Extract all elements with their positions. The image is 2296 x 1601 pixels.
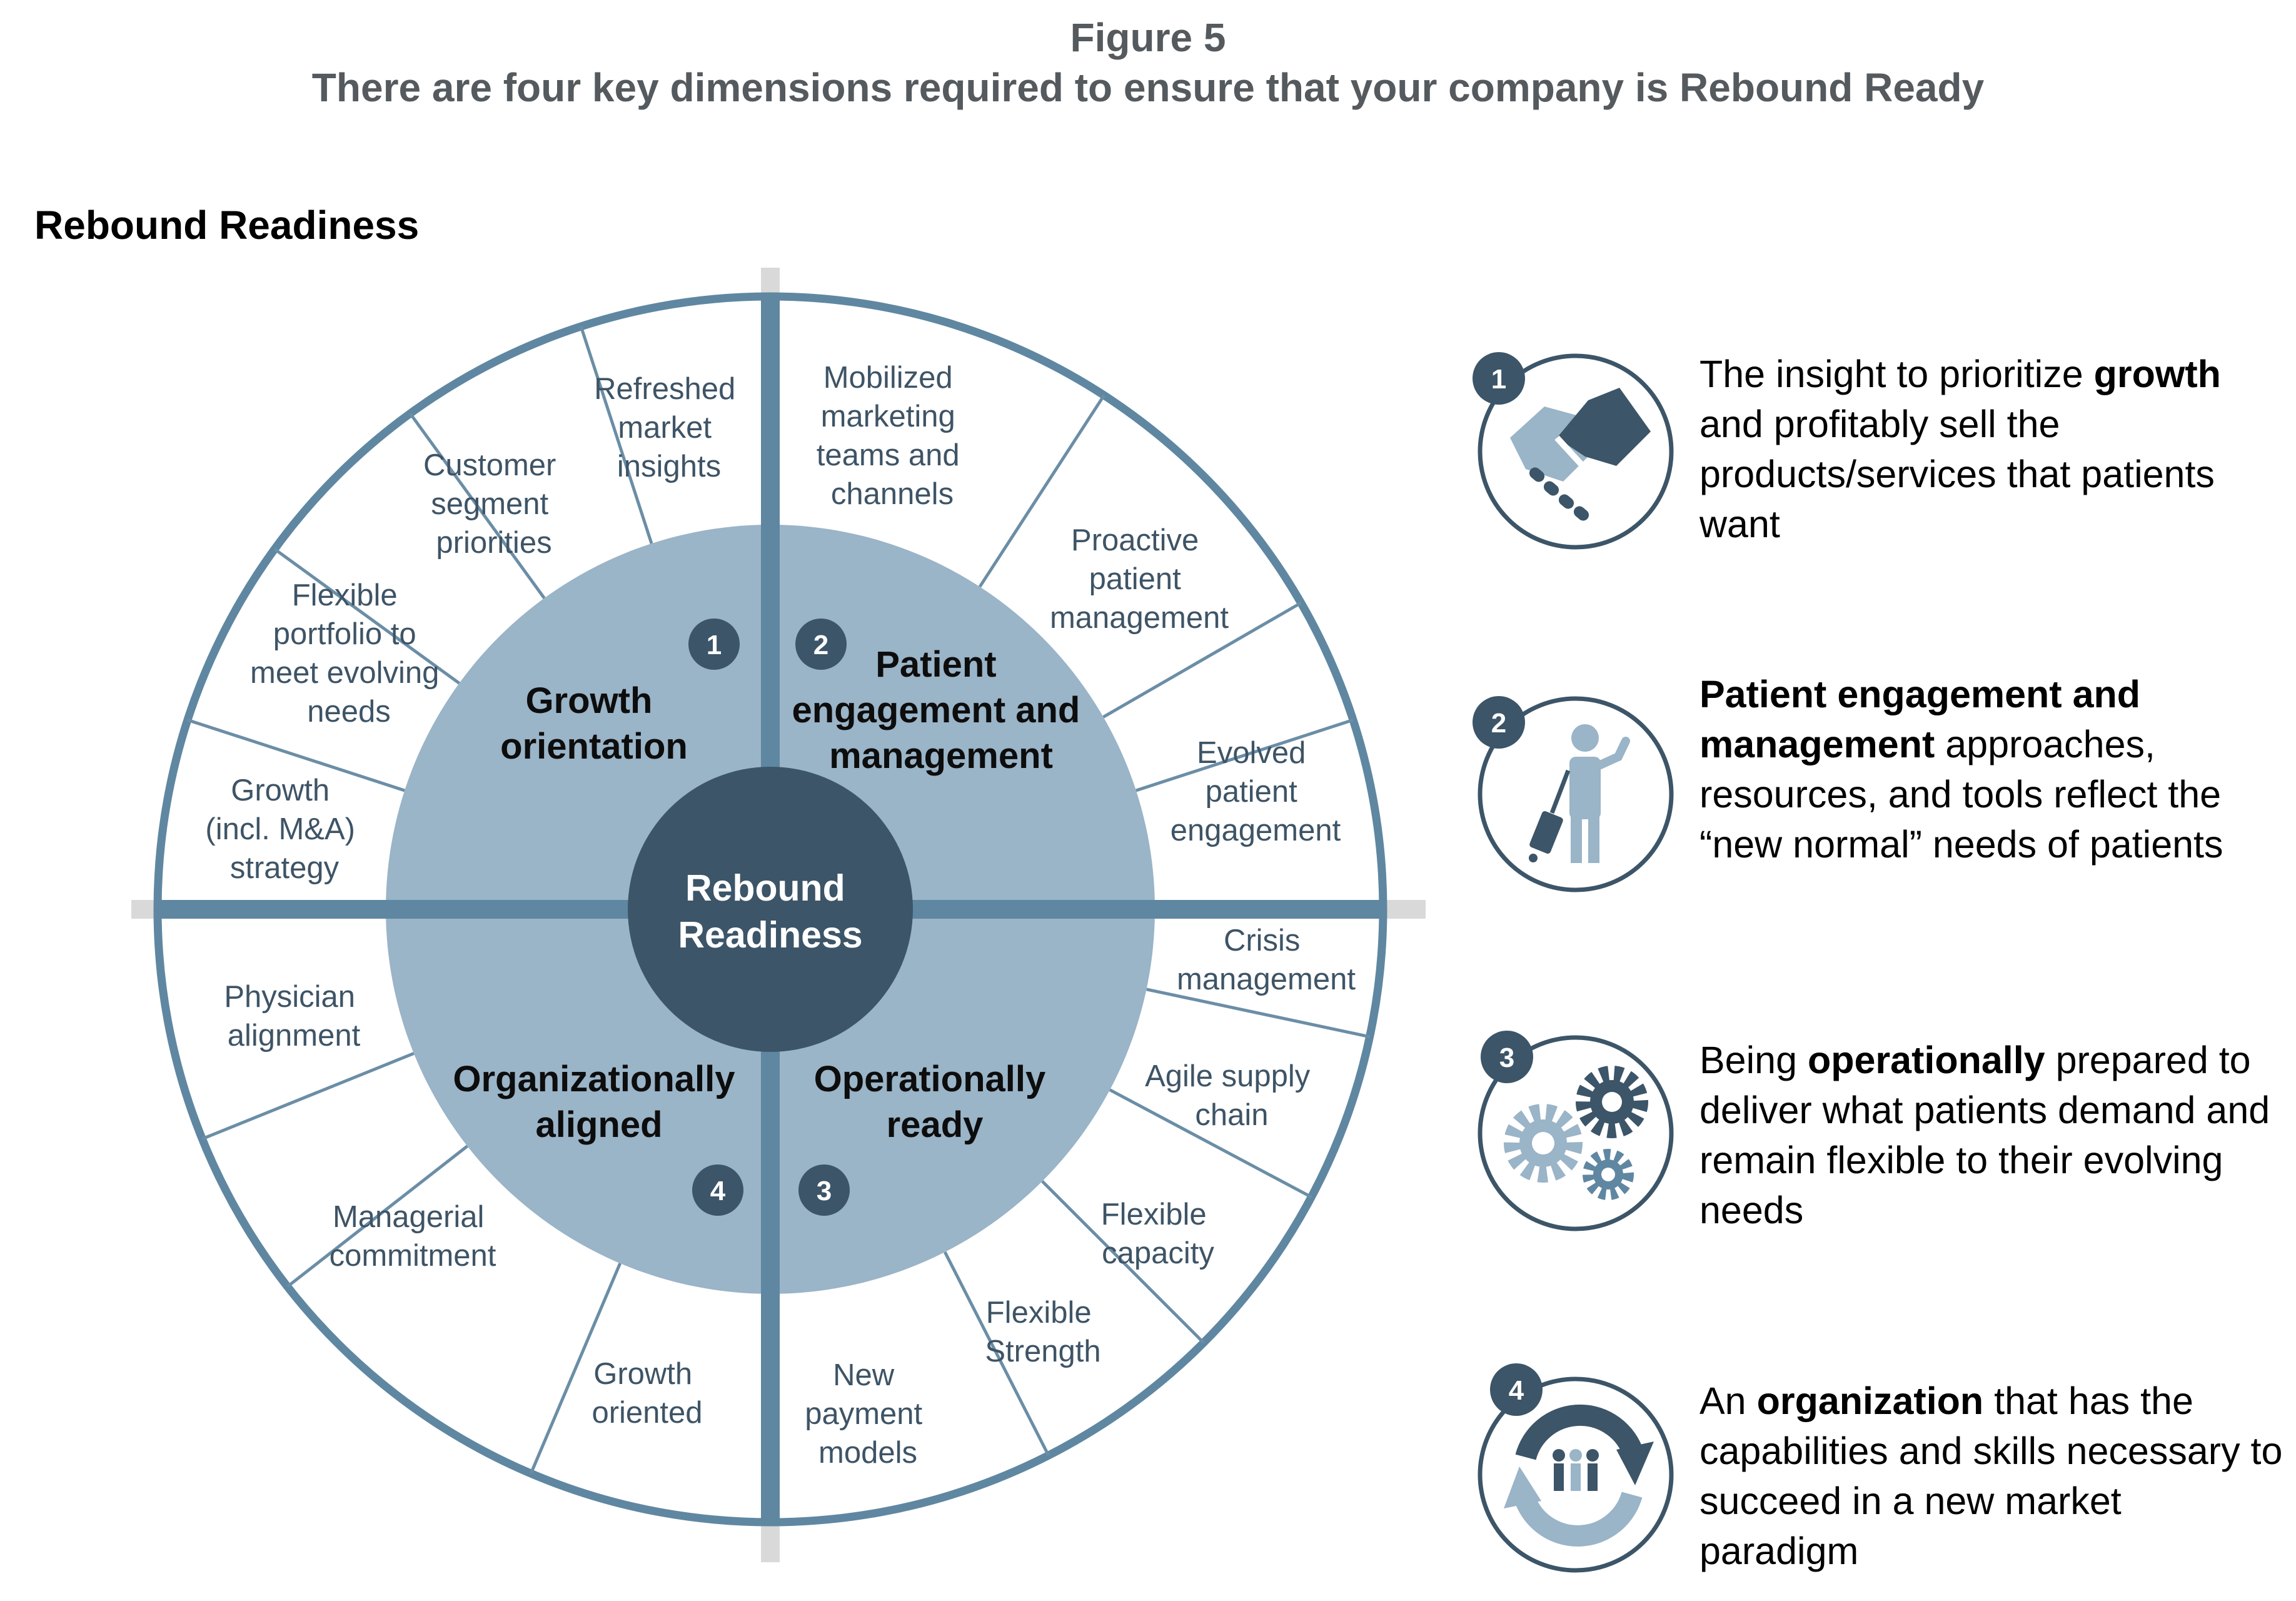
icon-block-1: 1	[1473, 352, 1674, 550]
quadrant-label-organizational: Organizationally aligned	[453, 1059, 745, 1145]
quadrant-badge-3: 3	[798, 1164, 850, 1216]
quadrant-badge-4: 4	[692, 1164, 743, 1216]
center-label-line: Readiness	[678, 914, 862, 956]
wedge-label: Customer segment priorities	[423, 448, 565, 560]
traveler-icon	[1529, 724, 1630, 863]
description-organization: An organization that has the capabilitie…	[1699, 1380, 2283, 1572]
wedge-label: Flexible capacity	[1101, 1198, 1215, 1270]
wedge-divider-line	[978, 394, 1105, 588]
wedge-label: Crisis management	[1177, 924, 1356, 996]
gears-icon	[1504, 1066, 1648, 1200]
quadrant-label-operational: Operationally ready	[814, 1059, 1056, 1145]
section-title: Rebound Readiness	[34, 203, 419, 248]
icon-block-3: 3	[1478, 1031, 1674, 1231]
center-hub	[628, 767, 913, 1052]
description-growth: The insight to prioritize growth and pro…	[1699, 353, 2221, 545]
wedge-divider-line	[529, 1263, 622, 1475]
svg-text:2: 2	[1491, 708, 1506, 739]
wedge-label: Growth oriented	[592, 1357, 702, 1430]
wedge-divider-line	[201, 1052, 415, 1141]
icon-block-2: 2	[1473, 696, 1674, 892]
wedge-label: Agile supply chain	[1145, 1059, 1319, 1132]
quadrant-label-patient: Patient engagement and management	[792, 644, 1090, 776]
wedge-divider-line	[1109, 1088, 1312, 1199]
svg-text:4: 4	[1509, 1375, 1524, 1406]
handshake-icon	[1510, 388, 1651, 521]
svg-text:2: 2	[813, 630, 828, 660]
wedge-divider-line	[943, 1251, 1050, 1457]
wedge-divider-line	[579, 326, 653, 544]
wedge-divider-line	[1041, 1180, 1205, 1344]
quadrant-badge-1: 1	[688, 619, 740, 670]
wedge-divider-line	[187, 718, 405, 792]
wedge-divider-line	[286, 1144, 468, 1288]
wedge-label: Growth (incl. M&A) strategy	[205, 774, 363, 885]
readiness-wheel: Rebound Readiness Growth orientation Pat…	[131, 268, 1426, 1562]
description-patient-engagement: Patient engagement and management approa…	[1699, 673, 2223, 866]
center-label-line: Rebound	[685, 867, 845, 909]
wedge-label: Mobilized marketing teams and channels	[817, 361, 968, 511]
figure-subtitle: There are four key dimensions required t…	[312, 65, 1985, 110]
wedge-divider-line	[1102, 601, 1302, 719]
description-operational: Being operationally prepared to deliver …	[1699, 1039, 2270, 1231]
wedge-label: Flexible Strength	[985, 1296, 1100, 1368]
center-label: Rebound Readiness	[678, 867, 862, 956]
svg-text:1: 1	[1491, 364, 1506, 395]
svg-text:3: 3	[1499, 1043, 1514, 1073]
icon-block-4: 4	[1478, 1363, 1674, 1573]
svg-text:3: 3	[817, 1176, 832, 1206]
figure-label: Figure 5	[1070, 15, 1226, 60]
svg-text:1: 1	[707, 630, 722, 660]
wedge-divider-line	[273, 547, 460, 685]
wedge-label: Flexible portfolio to meet evolving need…	[250, 578, 448, 729]
wedge-label: Physician alignment	[224, 980, 363, 1053]
svg-text:4: 4	[710, 1176, 726, 1206]
wedge-label: Evolved patient engagement	[1171, 736, 1341, 847]
wedge-label: New payment models	[805, 1358, 931, 1470]
wedge-dividers	[187, 326, 1371, 1475]
wedge-label: Managerial commitment	[330, 1200, 496, 1273]
wedge-divider-line	[1146, 987, 1371, 1039]
team-cycle-icon	[1504, 1404, 1654, 1547]
wedge-label: Proactive patient management	[1050, 523, 1229, 635]
wedge-label: Refreshed market insights	[594, 372, 744, 483]
wedge-divider-line	[1135, 718, 1354, 792]
quadrant-badge-2: 2	[795, 619, 847, 670]
quadrant-label-growth: Growth orientation	[500, 680, 688, 767]
wedge-divider-line	[408, 412, 546, 599]
